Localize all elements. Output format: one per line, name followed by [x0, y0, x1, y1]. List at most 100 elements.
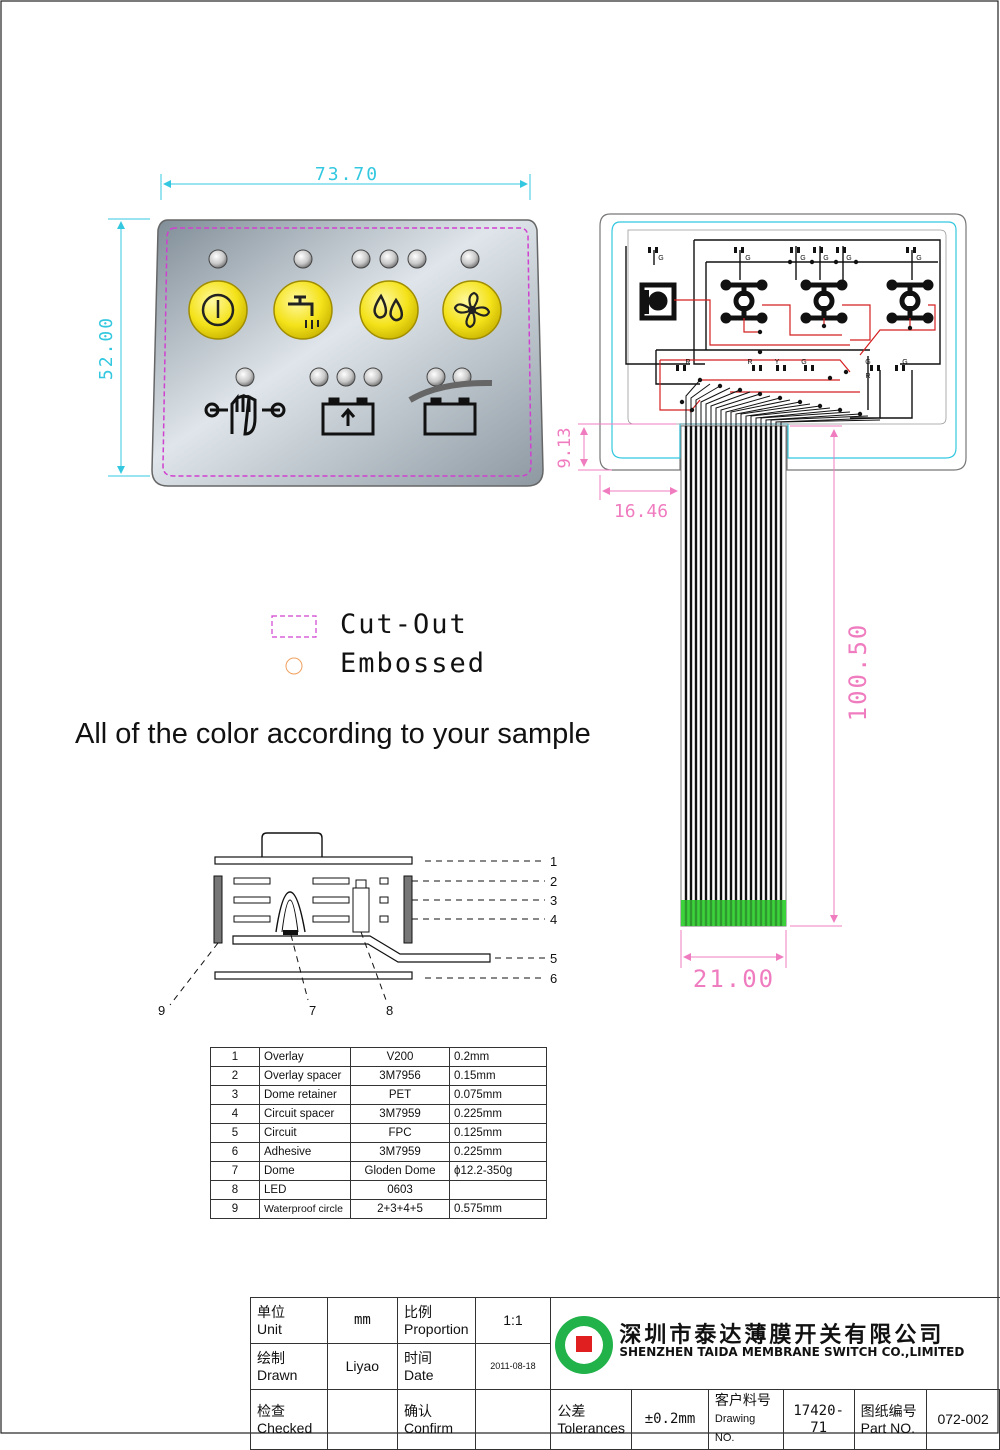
tail-length-dimension: 100.50	[790, 425, 872, 927]
layer-cross-section: 1 2 3 4 5 6 7 8 9	[158, 832, 557, 1018]
bom-cell-name: Adhesive	[259, 1142, 351, 1162]
tail-width-label: 21.00	[693, 965, 775, 993]
tail-length-label: 100.50	[844, 623, 872, 722]
power-icon	[201, 293, 235, 327]
bom-cell-name: Overlay spacer	[259, 1066, 351, 1086]
date-value: 2011-08-18	[474, 1343, 552, 1390]
checked-value	[326, 1389, 399, 1450]
bom-cell-no: 6	[210, 1142, 260, 1162]
maintenance-wrench-icon	[204, 393, 286, 436]
circuit-color-labels: G G G G G G R R Y G G R G	[658, 255, 921, 380]
bom-cell-no: 9	[210, 1199, 260, 1219]
switch-pad-4	[886, 279, 934, 324]
water-drop-button[interactable]	[359, 280, 419, 340]
bom-cell-material: FPC	[350, 1123, 450, 1143]
svg-text:4: 4	[550, 912, 557, 927]
bom-cell-no: 4	[210, 1104, 260, 1124]
svg-text:G: G	[823, 255, 828, 262]
company-logo	[555, 1315, 614, 1374]
faucet-button[interactable]	[273, 280, 333, 340]
proportion-value: 1:1	[474, 1297, 552, 1344]
tail-offset-x-label: 16.46	[614, 501, 668, 522]
unit-value: mm	[326, 1297, 399, 1344]
battery-charge-icon	[321, 397, 375, 436]
power-button[interactable]	[188, 280, 248, 340]
tail-offset-x-dimension: 16.46	[599, 475, 678, 522]
drawn-value: Liyao	[326, 1343, 399, 1390]
svg-text:G: G	[658, 255, 663, 262]
bom-cell-name: Waterproof circle	[259, 1199, 351, 1219]
bom-cell-name: Dome	[259, 1161, 351, 1181]
bom-cell-thickness: 0.575mm	[449, 1199, 547, 1219]
color-note: All of the color according to your sampl…	[75, 718, 591, 750]
fan-button[interactable]	[442, 280, 502, 340]
svg-text:1: 1	[550, 854, 557, 869]
embossed-legend-swatch	[285, 657, 303, 675]
company-name-en: SHENZHEN TAIDA MEMBRANE SWITCH CO.,LIMIT…	[619, 1344, 965, 1359]
bom-cell-thickness: 0.2mm	[449, 1047, 547, 1067]
bom-cell-thickness: 0.225mm	[449, 1104, 547, 1124]
bom-cell-thickness: 0.075mm	[449, 1085, 547, 1105]
bom-cell-material: 2+3+4+5	[350, 1199, 450, 1219]
battery-icon	[408, 379, 493, 436]
overlay-height-label: 52.00	[96, 316, 117, 380]
svg-text:7: 7	[309, 1003, 316, 1018]
bom-cell-no: 5	[210, 1123, 260, 1143]
svg-text:R: R	[685, 359, 690, 366]
led-row-bottom	[235, 367, 472, 387]
company-cell: 深圳市泰达薄膜开关有限公司 SHENZHEN TAIDA MEMBRANE SW…	[550, 1297, 1000, 1390]
overlay-width-label: 73.70	[315, 164, 379, 185]
fpc-tail	[680, 425, 787, 927]
svg-text:3: 3	[550, 893, 557, 908]
svg-text:R: R	[865, 373, 870, 380]
confirm-value	[474, 1389, 552, 1450]
bom-cell-thickness: 0.15mm	[449, 1066, 547, 1086]
bom-cell-material: V200	[350, 1047, 450, 1067]
embossed-legend-label: Embossed	[340, 648, 487, 679]
bom-cell-material: 0603	[350, 1180, 450, 1200]
svg-text:6: 6	[550, 971, 557, 986]
svg-text:9: 9	[158, 1003, 165, 1018]
bom-cell-material: 3M7959	[350, 1104, 450, 1124]
svg-text:G: G	[846, 255, 851, 262]
svg-text:5: 5	[550, 951, 557, 966]
customer-no-value: 17420-71	[782, 1389, 855, 1450]
overlay-width-dimension: 73.70	[160, 164, 531, 200]
svg-text:G: G	[902, 359, 907, 366]
tail-offset-y-label: 9.13	[555, 428, 575, 469]
led-row-top	[208, 249, 480, 269]
bom-cell-thickness: ϕ12.2-350g	[449, 1161, 547, 1181]
svg-text:8: 8	[386, 1003, 393, 1018]
cutout-outline	[162, 227, 532, 477]
svg-text:G: G	[801, 359, 806, 366]
bom-cell-material: 3M7956	[350, 1066, 450, 1086]
cutout-legend-swatch	[271, 615, 317, 638]
bom-cell-no: 7	[210, 1161, 260, 1181]
bom-cell-thickness	[449, 1180, 547, 1200]
bom-cell-name: Circuit spacer	[259, 1104, 351, 1124]
bom-cell-material: 3M7959	[350, 1142, 450, 1162]
svg-text:2: 2	[550, 874, 557, 889]
tolerance-value: ±0.2mm	[631, 1389, 709, 1450]
bom-cell-thickness: 0.225mm	[449, 1142, 547, 1162]
bom-cell-thickness: 0.125mm	[449, 1123, 547, 1143]
layer-callout-numbers: 1 2 3 4 5 6 7 8 9	[158, 854, 557, 1018]
overlay-panel	[151, 219, 544, 487]
bom-cell-name: Circuit	[259, 1123, 351, 1143]
water-drops-icon	[373, 293, 404, 322]
svg-text:G: G	[865, 359, 870, 366]
overlay-height-dimension: 52.00	[96, 218, 150, 477]
